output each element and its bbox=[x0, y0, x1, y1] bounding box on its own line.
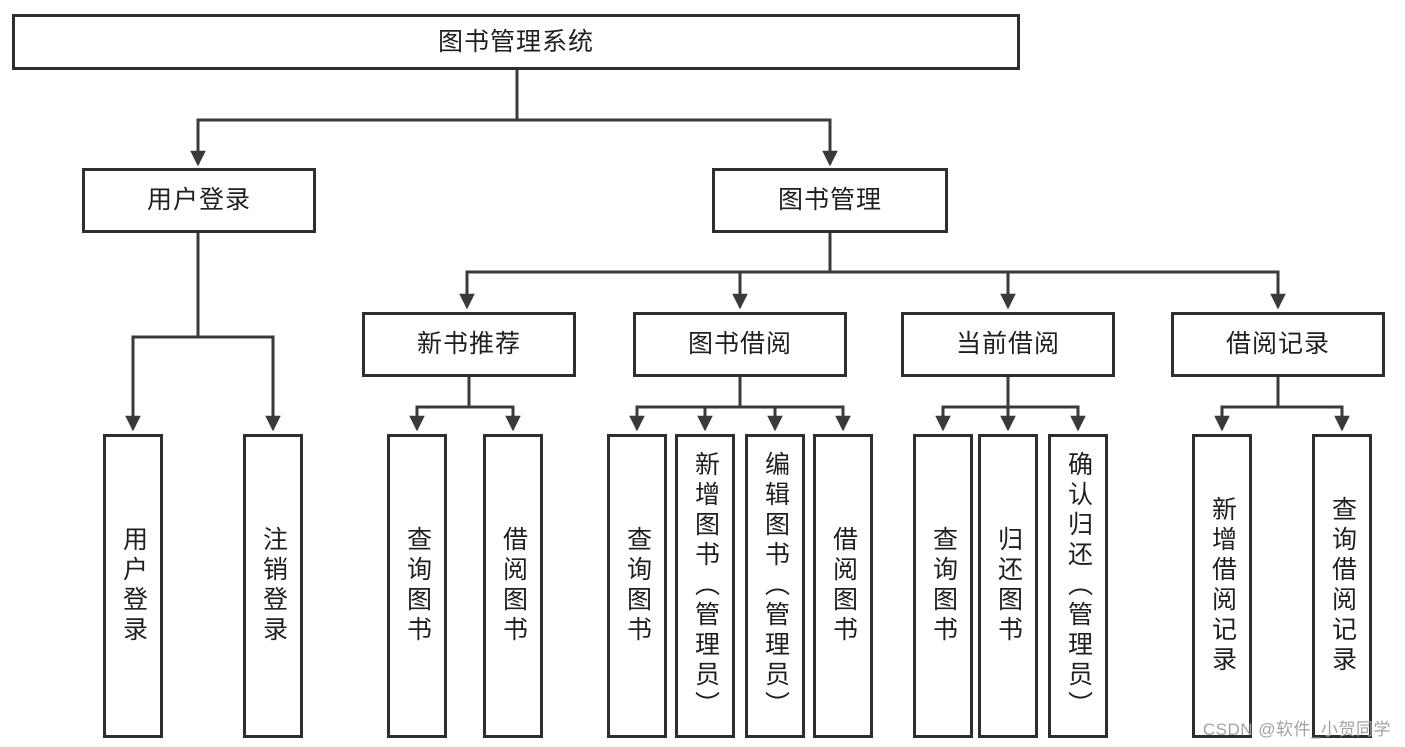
leaf-query-books-borrow-label: 查询图书 bbox=[623, 526, 652, 646]
node-new-book-recommend: 新书推荐 bbox=[362, 312, 576, 377]
leaf-query-books-current: 查询图书 bbox=[913, 434, 973, 738]
node-book-borrow-label: 图书借阅 bbox=[687, 330, 792, 359]
csdn-watermark: CSDN @软件_小贺同学 bbox=[1202, 720, 1391, 739]
leaf-add-borrow-record: 新增借阅记录 bbox=[1192, 434, 1252, 738]
connector-new-book-recommend bbox=[409, 376, 521, 432]
leaf-return-books: 归还图书 bbox=[978, 434, 1038, 738]
connector-user-login bbox=[125, 232, 281, 432]
leaf-add-borrow-record-label: 新增借阅记录 bbox=[1208, 496, 1237, 676]
node-user-login-label: 用户登录 bbox=[146, 186, 251, 215]
leaf-edit-books-admin: 编辑图书（管理员） bbox=[745, 434, 805, 738]
node-book-management: 图书管理 bbox=[712, 168, 948, 233]
node-borrow-records: 借阅记录 bbox=[1171, 312, 1385, 377]
leaf-edit-books-admin-label: 编辑图书（管理员） bbox=[761, 451, 790, 721]
leaf-user-login-label: 用户登录 bbox=[119, 526, 148, 646]
leaf-user-login: 用户登录 bbox=[103, 434, 163, 738]
connector-root bbox=[190, 69, 838, 167]
node-book-management-label: 图书管理 bbox=[777, 186, 882, 215]
leaf-logout: 注销登录 bbox=[243, 434, 303, 738]
leaf-query-books-recommend-label: 查询图书 bbox=[403, 526, 432, 646]
node-current-borrow: 当前借阅 bbox=[901, 312, 1115, 377]
leaf-logout-label: 注销登录 bbox=[259, 526, 288, 646]
leaf-query-borrow-record: 查询借阅记录 bbox=[1312, 434, 1372, 738]
leaf-add-books-admin-label: 新增图书（管理员） bbox=[691, 451, 720, 721]
connector-current-borrow bbox=[935, 376, 1086, 432]
leaf-borrow-books-label: 借阅图书 bbox=[829, 526, 858, 646]
connector-borrow-records bbox=[1214, 376, 1350, 432]
node-root: 图书管理系统 bbox=[12, 14, 1020, 70]
leaf-add-books-admin: 新增图书（管理员） bbox=[675, 434, 735, 738]
connector-book-management bbox=[459, 232, 1286, 310]
node-borrow-records-label: 借阅记录 bbox=[1225, 330, 1330, 359]
node-book-borrow: 图书借阅 bbox=[633, 312, 847, 377]
leaf-confirm-return-admin: 确认归还（管理员） bbox=[1048, 434, 1108, 738]
leaf-query-books-current-label: 查询图书 bbox=[929, 526, 958, 646]
leaf-query-books-borrow: 查询图书 bbox=[607, 434, 667, 738]
leaf-borrow-books-recommend: 借阅图书 bbox=[483, 434, 543, 738]
node-new-book-recommend-label: 新书推荐 bbox=[416, 330, 521, 359]
leaf-query-borrow-record-label: 查询借阅记录 bbox=[1328, 496, 1357, 676]
leaf-confirm-return-admin-label: 确认归还（管理员） bbox=[1064, 451, 1093, 721]
leaf-borrow-books: 借阅图书 bbox=[813, 434, 873, 738]
leaf-query-books-recommend: 查询图书 bbox=[387, 434, 447, 738]
connector-book-borrow bbox=[629, 376, 851, 432]
node-current-borrow-label: 当前借阅 bbox=[955, 330, 1060, 359]
node-root-label: 图书管理系统 bbox=[437, 27, 594, 56]
leaf-borrow-books-recommend-label: 借阅图书 bbox=[499, 526, 528, 646]
leaf-return-books-label: 归还图书 bbox=[994, 526, 1023, 646]
node-user-login: 用户登录 bbox=[82, 168, 316, 233]
